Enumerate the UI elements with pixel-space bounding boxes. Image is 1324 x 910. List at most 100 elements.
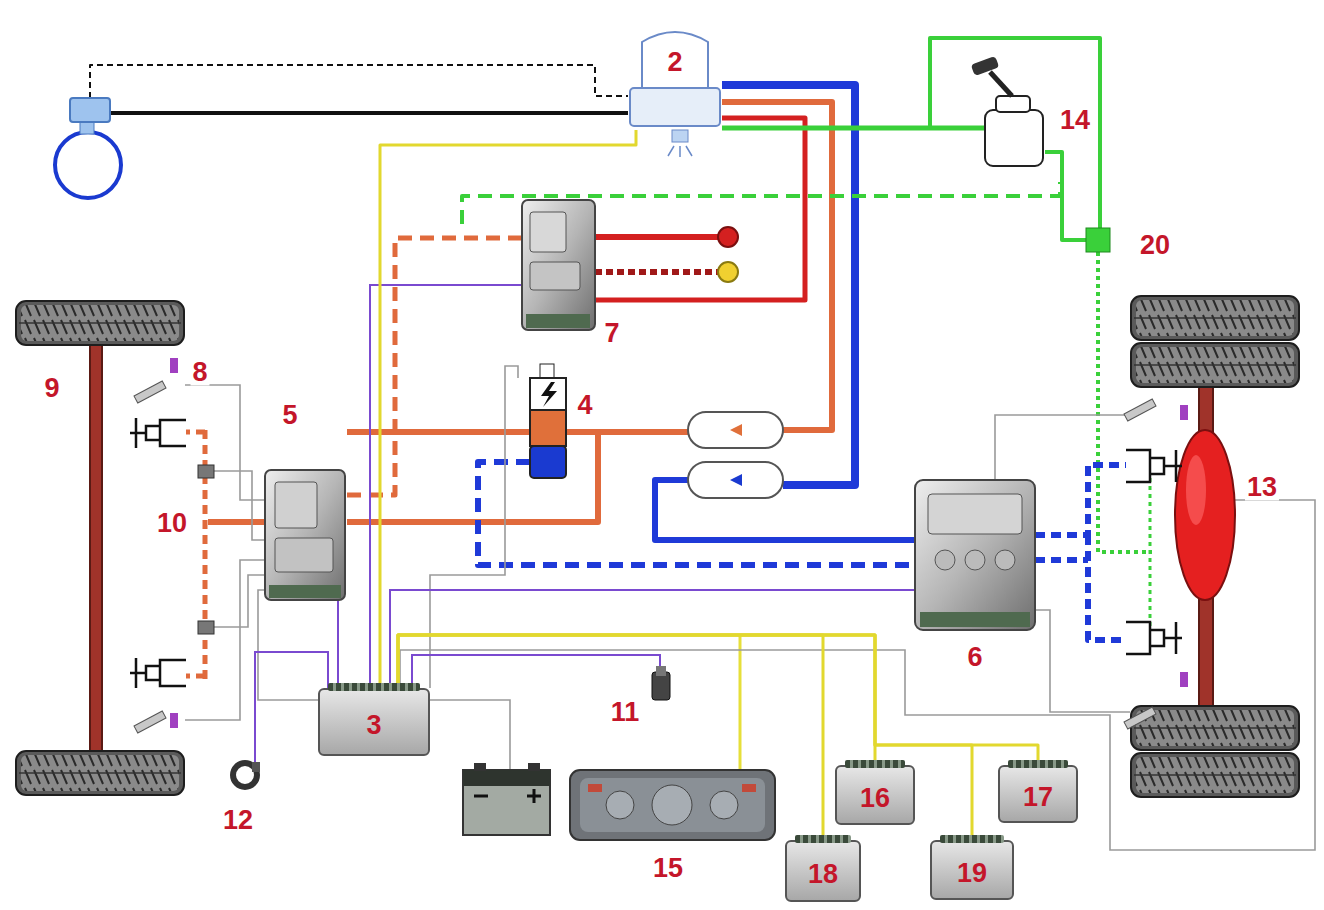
- rear-axle: [1131, 296, 1299, 797]
- rear-axle-modulator: [965, 550, 985, 570]
- instrument-cluster: [580, 778, 765, 832]
- redundancy-valve: [530, 378, 566, 410]
- dryer-cartridge: [642, 32, 708, 90]
- rear-axle-modulator: [920, 612, 1030, 627]
- speed-sensor: [134, 381, 166, 403]
- compressor: [70, 98, 110, 122]
- front-axle-modulator: [265, 470, 345, 600]
- brake-chamber: [1126, 450, 1182, 482]
- switch: [652, 672, 670, 700]
- speed-sensor: [134, 711, 166, 733]
- can-bus-wire: [398, 635, 823, 840]
- callout-number: 10: [155, 510, 189, 537]
- rear-axle-modulator: [915, 480, 1035, 630]
- callout-number: 6: [965, 644, 984, 671]
- can-bus-wire: [398, 635, 972, 840]
- can-bus-wire: [398, 635, 875, 765]
- battery: [463, 770, 550, 835]
- compressor: [55, 98, 121, 198]
- front-axle: [16, 301, 184, 345]
- hand-brake-valve: [971, 56, 1000, 76]
- sensor-wires: [258, 590, 318, 700]
- exhaust: [672, 130, 688, 142]
- callout-number: 12: [221, 807, 255, 834]
- pressure-sensor-junction: [1086, 228, 1110, 252]
- brake-chamber: [130, 418, 1182, 688]
- front-axle: [90, 340, 102, 752]
- callout-number: 2: [667, 48, 682, 78]
- ecu-wires: [337, 600, 339, 688]
- brake-pedal-sensor: [252, 762, 260, 772]
- instrument-cluster: [652, 785, 692, 825]
- rear-axle: [1131, 706, 1299, 750]
- instrument-cluster: [710, 791, 738, 819]
- supply-lines: [1035, 465, 1126, 640]
- redundancy-valve: [541, 382, 557, 407]
- speed-sensor: [1124, 707, 1156, 729]
- pressure-sensor-junction: [1086, 228, 1110, 252]
- sensor-wires: [185, 385, 266, 500]
- callout-number: 20: [1138, 232, 1172, 259]
- supply-lines: [930, 38, 1100, 228]
- ecu-wires: [370, 285, 522, 688]
- supply-lines: [110, 111, 628, 115]
- wear-contact: [170, 713, 178, 728]
- supply-lines: [90, 65, 628, 98]
- front-axle-modulator: [275, 482, 317, 528]
- exhaust: [668, 130, 692, 157]
- front-axle: [16, 301, 184, 795]
- callout-number: 11: [609, 699, 642, 726]
- battery: [474, 795, 488, 798]
- wear-contact: [1180, 672, 1188, 687]
- sensor-wires: [995, 415, 1130, 480]
- exhaust: [668, 146, 692, 157]
- trailer-control-module: [530, 262, 580, 290]
- front-axle-modulator: [265, 470, 345, 600]
- supply-lines: [722, 85, 855, 485]
- ecu-wires: [412, 655, 660, 688]
- front-axle: [16, 751, 184, 795]
- supply-lines: [595, 234, 718, 240]
- battery: [474, 763, 486, 771]
- supply-lines: [347, 429, 688, 435]
- hand-brake-valve: [985, 110, 1043, 166]
- callout-number: 7: [602, 320, 621, 347]
- rear-axle: [1131, 343, 1299, 387]
- supply-lines: [347, 238, 522, 495]
- callout-number: 14: [1058, 107, 1092, 134]
- front-axle-modulator: [275, 538, 333, 572]
- speed-sensor: [134, 381, 1156, 733]
- switch: [652, 666, 670, 700]
- supply-lines: [1149, 470, 1152, 640]
- pad-wear-sensor: [198, 465, 214, 478]
- rear-axle-modulator: [935, 550, 955, 570]
- trailer-control-module: [526, 314, 590, 328]
- apu-shape: [628, 28, 722, 130]
- supply-lines: [208, 519, 265, 525]
- callout-number: 3: [366, 711, 381, 741]
- brake-chamber: [130, 418, 186, 448]
- air-reservoir: [688, 412, 783, 448]
- speed-sensor: [134, 711, 166, 733]
- trailer-control-module: [530, 212, 566, 252]
- air-reservoir: [730, 424, 742, 436]
- instrument-cluster: [588, 784, 602, 792]
- front-axle-modulator: [269, 585, 341, 598]
- ecu-box: 18: [785, 840, 861, 902]
- supply-lines: [595, 269, 718, 275]
- sensor-wires: [430, 700, 510, 770]
- battery: [528, 763, 540, 771]
- brake-chamber: [1126, 622, 1182, 654]
- speed-sensor: [1124, 399, 1156, 421]
- air-reservoir: [688, 462, 783, 498]
- instrument-cluster: [742, 784, 756, 792]
- air-reservoir: [730, 474, 742, 486]
- rear-axle-modulator: [915, 480, 1035, 630]
- rear-axle-modulator: [928, 494, 1022, 534]
- battery: [527, 789, 541, 803]
- speed-sensor: [1124, 707, 1156, 729]
- can-bus-wire: [380, 130, 636, 688]
- callout-number: 4: [575, 392, 594, 419]
- hand-brake-valve: [971, 56, 1043, 166]
